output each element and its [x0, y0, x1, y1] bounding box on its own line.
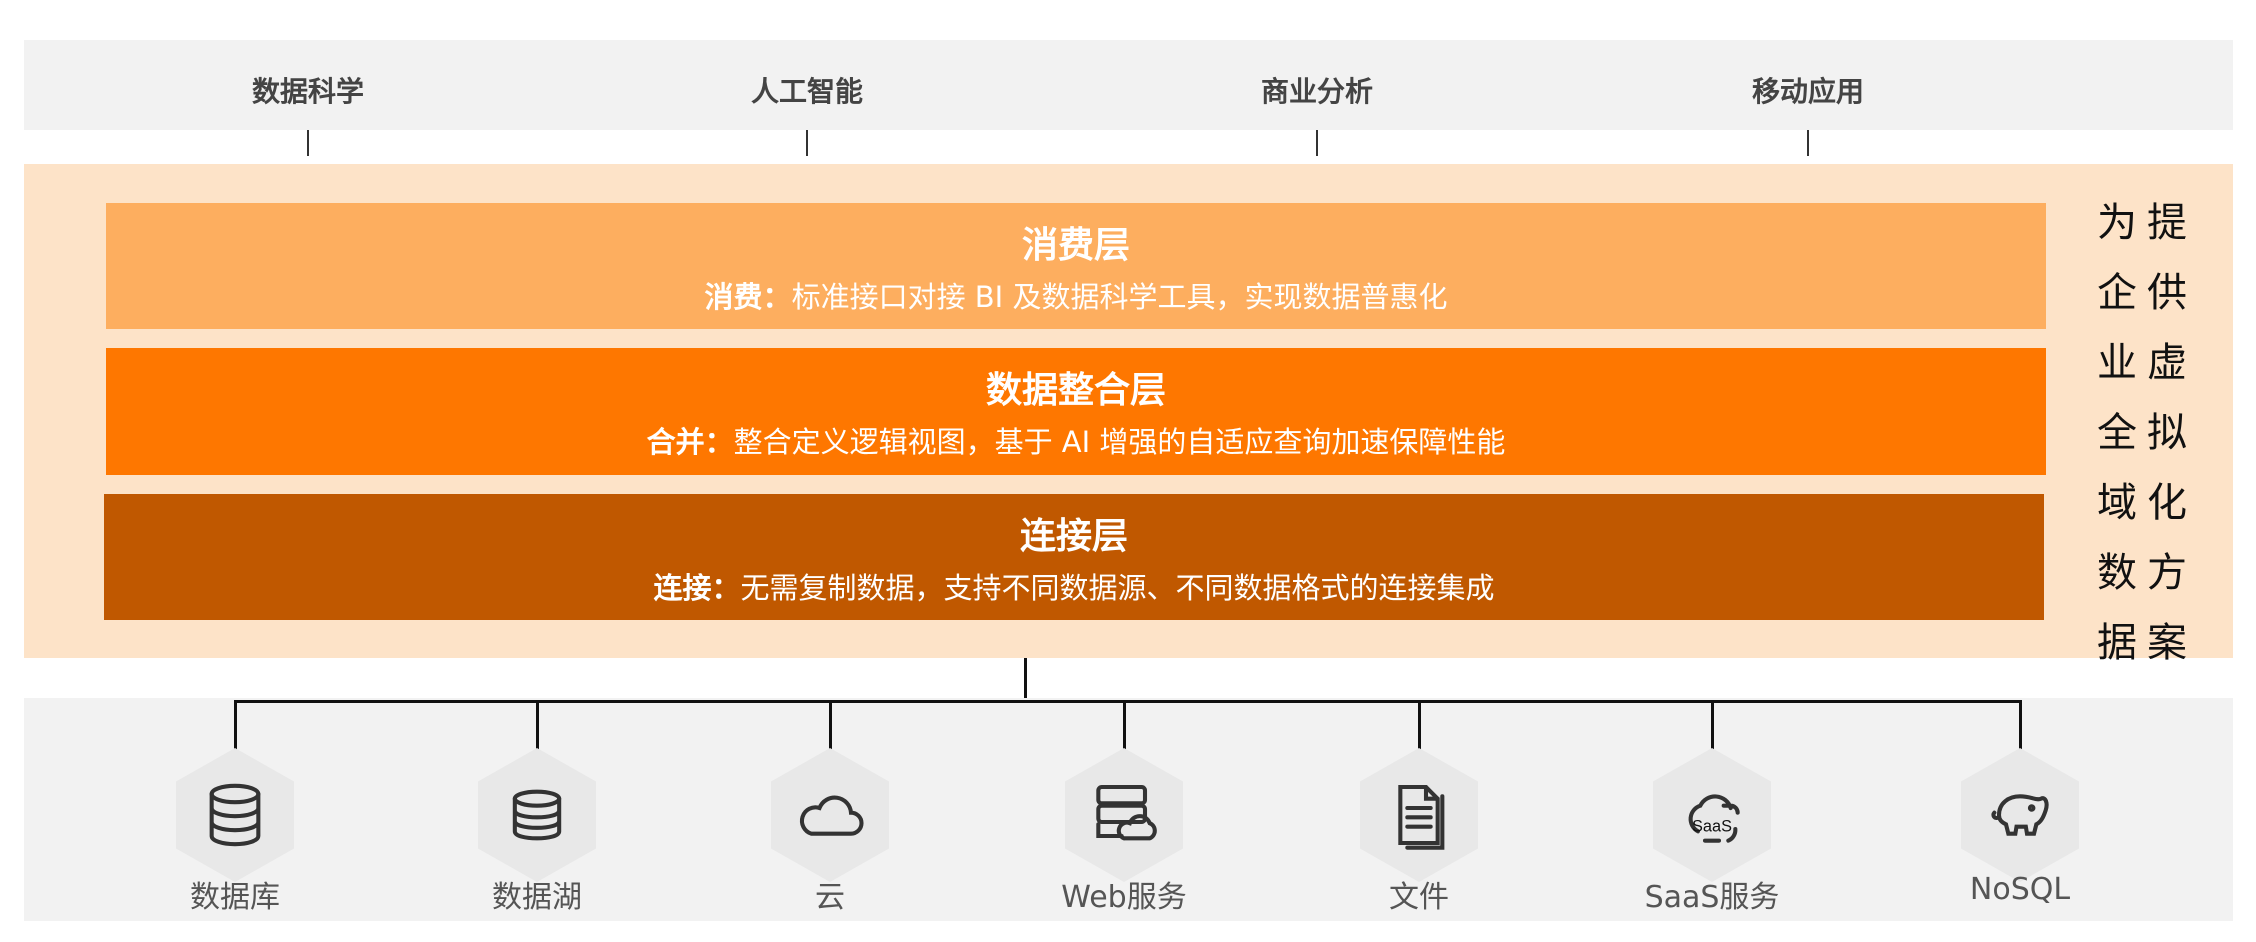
- slogan-char: 业: [2097, 340, 2137, 386]
- database-icon: [209, 783, 261, 847]
- connector-line: [1807, 130, 1809, 156]
- connector-line: [234, 700, 2022, 703]
- slogan-char: 企: [2097, 270, 2137, 316]
- saas-icon-text: SaaS: [1692, 817, 1732, 835]
- data-lake-icon: [512, 789, 562, 841]
- connector-line: [2019, 700, 2022, 752]
- web-server-icon: [1096, 784, 1157, 841]
- layer-desc: 合并：整合定义逻辑视图，基于 AI 增强的自适应查询加速保障性能: [106, 422, 2046, 462]
- layer-desc-label: 消费：: [704, 280, 792, 314]
- connector-line: [806, 130, 808, 156]
- data-source-label: 云: [815, 880, 845, 915]
- app-business-analytics: 商业分析: [1260, 75, 1374, 108]
- layer-title: 连接层: [1019, 516, 1128, 557]
- app-ai: 人工智能: [750, 75, 864, 108]
- connector-line: [307, 130, 309, 156]
- connector-line: [234, 700, 237, 752]
- connector-line: [1123, 700, 1126, 752]
- slogan-char: 域: [2097, 480, 2137, 526]
- app-data-science: 数据科学: [251, 75, 365, 108]
- app-mobile: 移动应用: [1751, 75, 1865, 108]
- data-source-label: NoSQL: [1969, 872, 2071, 907]
- layer-desc: 消费：标准接口对接 BI 及数据科学工具，实现数据普惠化: [106, 277, 2046, 317]
- slogan-char: 全: [2097, 410, 2137, 456]
- integration-layer: 数据整合层 合并：整合定义逻辑视图，基于 AI 增强的自适应查询加速保障性能: [106, 348, 2046, 475]
- slogan-char: 为: [2097, 200, 2137, 246]
- slogan-char: 提: [2147, 200, 2187, 246]
- slogan-char: 供: [2147, 270, 2187, 316]
- connector-line: [1316, 130, 1318, 156]
- slogan-char: 据: [2097, 620, 2137, 666]
- slogan-char: 案: [2147, 620, 2187, 666]
- data-source-label: Web服务: [1061, 880, 1187, 915]
- slogan-char: 化: [2147, 480, 2187, 526]
- data-source-label: 文件: [1389, 880, 1449, 915]
- data-source-label: 数据库: [190, 880, 280, 915]
- layer-desc-text: 整合定义逻辑视图，基于 AI 增强的自适应查询加速保障性能: [733, 425, 1506, 459]
- slogan-column: 为企业全域数据: [2096, 198, 2138, 688]
- data-source-label: 数据湖: [492, 880, 582, 915]
- connector-line: [1418, 700, 1421, 752]
- consumption-layer: 消费层 消费：标准接口对接 BI 及数据科学工具，实现数据普惠化: [106, 203, 2046, 329]
- connector-line: [1024, 658, 1027, 703]
- layer-desc-text: 标准接口对接 BI 及数据科学工具，实现数据普惠化: [791, 280, 1448, 314]
- connector-line: [1711, 700, 1714, 752]
- connector-line: [829, 700, 832, 752]
- file-icon: [1398, 784, 1445, 850]
- connection-layer: 连接层 连接：无需复制数据，支持不同数据源、不同数据格式的连接集成: [104, 494, 2044, 620]
- slogan-char: 虚: [2147, 340, 2187, 386]
- layer-desc: 连接：无需复制数据，支持不同数据源、不同数据格式的连接集成: [104, 568, 2044, 608]
- layer-desc-text: 无需复制数据，支持不同数据源、不同数据格式的连接集成: [740, 571, 1495, 605]
- layer-desc-label: 连接：: [653, 571, 741, 605]
- slogan-char: 数: [2097, 550, 2137, 596]
- slogan-char: 拟: [2147, 410, 2187, 456]
- layer-title: 消费层: [1021, 225, 1130, 266]
- saas-icon: SaaS: [1688, 794, 1740, 843]
- hadoop-elephant-icon: [1991, 794, 2049, 836]
- data-source-label: SaaS服务: [1644, 880, 1780, 915]
- cloud-icon: [799, 795, 864, 836]
- slogan-char: 方: [2147, 550, 2187, 596]
- applications-band: [24, 40, 2233, 130]
- slogan-column: 提供虚拟化方案: [2146, 198, 2188, 688]
- connector-line: [536, 700, 539, 752]
- side-slogan: 为企业全域数据 提供虚拟化方案: [2096, 198, 2188, 688]
- layer-title: 数据整合层: [985, 370, 1166, 411]
- layer-desc-label: 合并：: [646, 425, 734, 459]
